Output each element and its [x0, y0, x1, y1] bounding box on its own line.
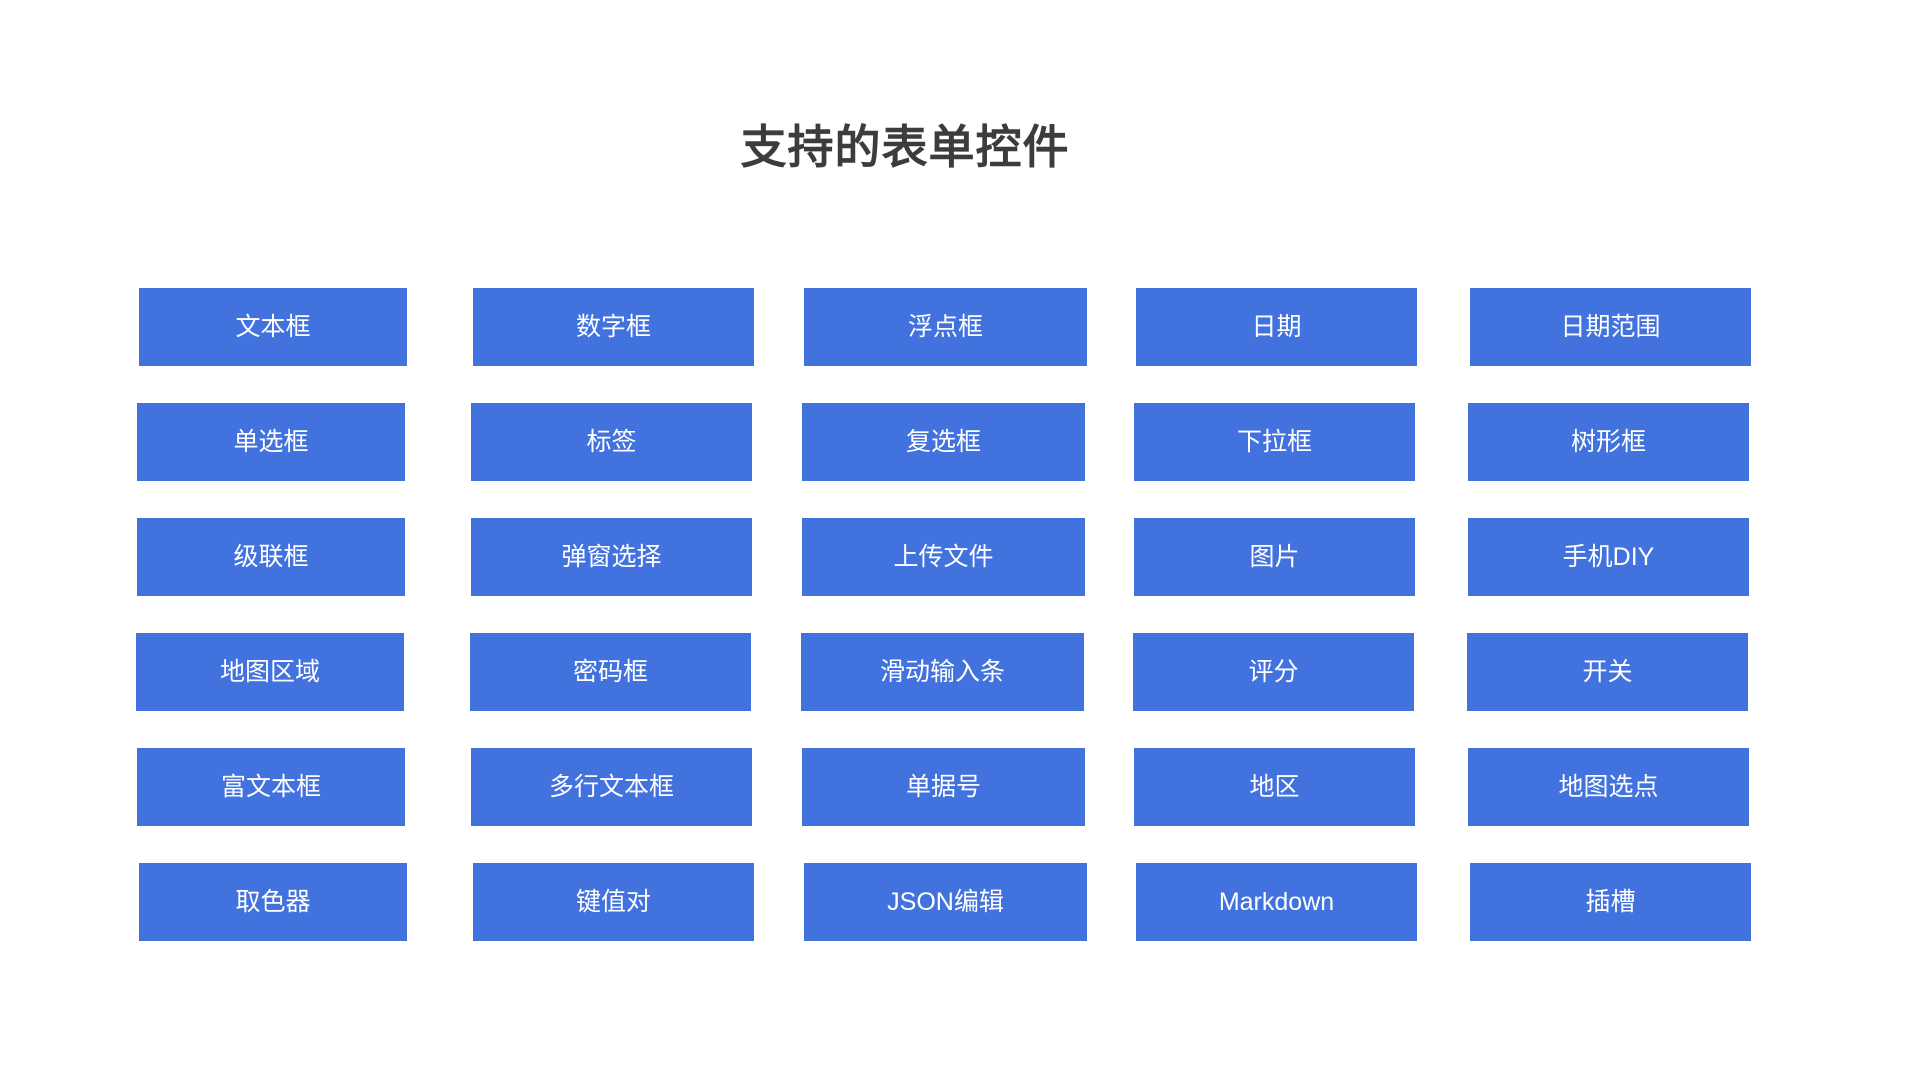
page-title: 支持的表单控件: [740, 121, 1070, 173]
control-chip-checkbox[interactable]: 复选框: [802, 403, 1085, 481]
grid-row: 地图区域 密码框 滑动输入条 评分 开关: [0, 633, 1920, 711]
grid-row: 富文本框 多行文本框 单据号 地区 地图选点: [0, 748, 1920, 826]
control-chip-tag[interactable]: 标签: [471, 403, 752, 481]
grid-row: 取色器 键值对 JSON编辑 Markdown 插槽: [0, 863, 1920, 941]
grid-row: 单选框 标签 复选框 下拉框 树形框: [0, 403, 1920, 481]
control-chip-text-box[interactable]: 文本框: [139, 288, 407, 366]
control-chip-slot[interactable]: 插槽: [1470, 863, 1751, 941]
control-chip-slider[interactable]: 滑动输入条: [801, 633, 1084, 711]
control-chip-number-box[interactable]: 数字框: [473, 288, 754, 366]
control-chip-rich-text[interactable]: 富文本框: [137, 748, 405, 826]
grid-row: 文本框 数字框 浮点框 日期 日期范围: [0, 288, 1920, 366]
control-chip-date[interactable]: 日期: [1136, 288, 1417, 366]
control-chip-textarea[interactable]: 多行文本框: [471, 748, 752, 826]
control-chip-map-area[interactable]: 地图区域: [136, 633, 404, 711]
control-chip-image[interactable]: 图片: [1134, 518, 1415, 596]
control-chip-date-range[interactable]: 日期范围: [1470, 288, 1751, 366]
control-chip-modal-select[interactable]: 弹窗选择: [471, 518, 752, 596]
control-chip-region[interactable]: 地区: [1134, 748, 1415, 826]
control-chip-file-upload[interactable]: 上传文件: [802, 518, 1085, 596]
control-chip-json-editor[interactable]: JSON编辑: [804, 863, 1087, 941]
control-chip-rate[interactable]: 评分: [1133, 633, 1414, 711]
control-chip-radio[interactable]: 单选框: [137, 403, 405, 481]
control-chip-markdown[interactable]: Markdown: [1136, 863, 1417, 941]
control-chip-switch[interactable]: 开关: [1467, 633, 1748, 711]
control-chip-password[interactable]: 密码框: [470, 633, 751, 711]
control-chip-map-point[interactable]: 地图选点: [1468, 748, 1749, 826]
control-chip-document-number[interactable]: 单据号: [802, 748, 1085, 826]
control-chip-dropdown[interactable]: 下拉框: [1134, 403, 1415, 481]
control-chip-cascader[interactable]: 级联框: [137, 518, 405, 596]
grid-row: 级联框 弹窗选择 上传文件 图片 手机DIY: [0, 518, 1920, 596]
control-chip-tree-select[interactable]: 树形框: [1468, 403, 1749, 481]
control-chip-key-value[interactable]: 键值对: [473, 863, 754, 941]
control-chip-float-box[interactable]: 浮点框: [804, 288, 1087, 366]
control-chip-mobile-diy[interactable]: 手机DIY: [1468, 518, 1749, 596]
control-chip-color-picker[interactable]: 取色器: [139, 863, 407, 941]
